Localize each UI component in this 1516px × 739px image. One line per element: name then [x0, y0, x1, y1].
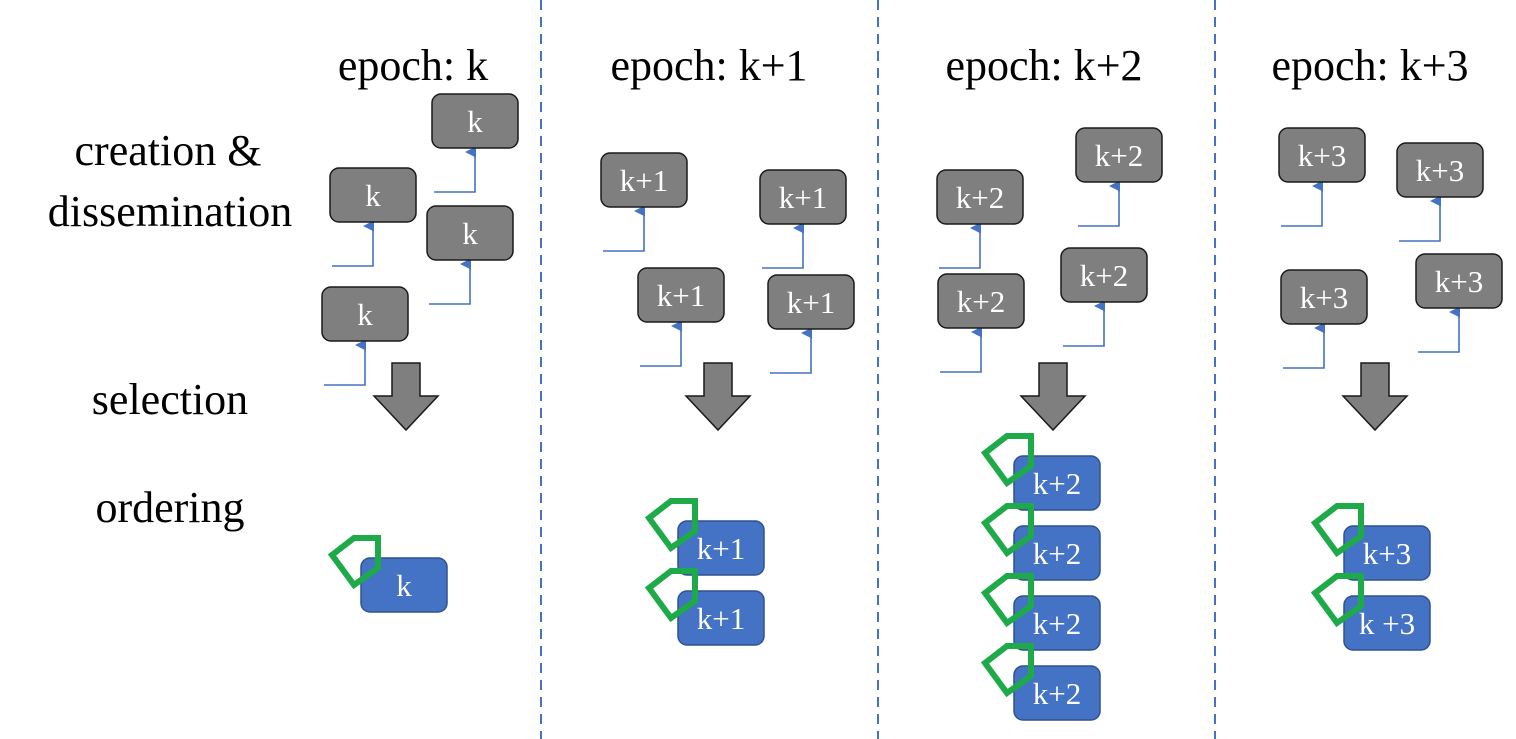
- link-arrow: [762, 222, 805, 269]
- created-block: [759, 169, 847, 225]
- created-block-label: k+3: [1435, 264, 1483, 299]
- link-arrow: [640, 320, 683, 367]
- link-arrow: [332, 220, 375, 267]
- tag-icon: [980, 503, 1034, 558]
- created-block: [321, 286, 409, 342]
- created-block: [767, 274, 855, 330]
- created-block-label: k+1: [620, 163, 668, 198]
- ordered-block-label: k: [396, 568, 412, 603]
- created-block: [1415, 253, 1503, 309]
- ordered-block-label: k+1: [697, 601, 745, 636]
- tag-icon: [327, 535, 381, 590]
- tag-icon: [980, 643, 1034, 698]
- created-block: [637, 267, 725, 323]
- ordered-block: [1013, 665, 1101, 721]
- row-label-selection: selection: [92, 375, 248, 424]
- ordered-block: [1343, 595, 1431, 651]
- ordered-block: [677, 590, 765, 646]
- blocks-layer: k k k k k k+1 k+1 k+1 k+1 k+1 k+1 k+2 k+2 k+2 k+2 k+2 k+…: [321, 93, 1503, 721]
- selection-arrow: [1019, 362, 1087, 432]
- link-arrow: [429, 258, 472, 305]
- epoch-title-1: epoch: k+1: [610, 41, 807, 90]
- row-label-creation-line2: dissemination: [48, 187, 292, 236]
- ordered-block: [1013, 455, 1101, 511]
- created-block-label: k+2: [1080, 258, 1128, 293]
- ordered-block-label: k+2: [1033, 466, 1081, 501]
- ordered-block-label: k+2: [1033, 606, 1081, 641]
- created-block: [1280, 269, 1368, 325]
- created-block-label: k: [365, 178, 381, 213]
- tag-icon: [980, 433, 1034, 488]
- ordered-block: [1343, 525, 1431, 581]
- created-block: [936, 169, 1024, 225]
- link-arrow: [1399, 195, 1442, 242]
- created-block: [937, 273, 1025, 329]
- link-arrow: [940, 326, 983, 373]
- created-block-label: k: [462, 216, 478, 251]
- link-arrow: [324, 339, 367, 386]
- row-label-ordering: ordering: [95, 483, 244, 532]
- epoch-title-2: epoch: k+2: [945, 41, 1142, 90]
- created-block: [431, 93, 519, 149]
- ordered-block-label: k +3: [1359, 606, 1415, 641]
- selection-arrow: [1341, 362, 1409, 432]
- created-block-label: k+2: [957, 284, 1005, 319]
- ordered-block-label: k+2: [1033, 676, 1081, 711]
- created-block-label: k+1: [657, 278, 705, 313]
- created-block: [1060, 247, 1148, 303]
- link-arrow: [1281, 180, 1324, 227]
- link-arrow: [434, 146, 477, 193]
- created-block-label: k+1: [787, 285, 835, 320]
- selection-arrow: [684, 362, 752, 432]
- ordered-block: [677, 520, 765, 576]
- link-arrow: [1078, 180, 1121, 227]
- link-arrow: [1283, 322, 1326, 369]
- ordered-block-label: k+2: [1033, 536, 1081, 571]
- tag-icon: [644, 498, 698, 553]
- created-block: [1278, 127, 1366, 183]
- created-block: [1396, 142, 1484, 198]
- created-block-label: k: [467, 104, 483, 139]
- created-block: [1075, 127, 1163, 183]
- link-arrow: [1418, 306, 1461, 353]
- created-block-label: k: [357, 297, 373, 332]
- created-block-label: k+2: [1095, 138, 1143, 173]
- epoch-title-0: epoch: k: [338, 41, 488, 90]
- link-arrow: [1063, 300, 1106, 347]
- created-block: [426, 205, 514, 261]
- tag-icon: [980, 573, 1034, 628]
- created-block-label: k+3: [1416, 153, 1464, 188]
- created-block: [600, 152, 688, 208]
- ordered-block-label: k+1: [697, 531, 745, 566]
- link-arrow: [939, 222, 982, 269]
- ordered-block: [1013, 595, 1101, 651]
- ordered-block: [1013, 525, 1101, 581]
- epoch-title-3: epoch: k+3: [1271, 41, 1468, 90]
- created-block: [329, 167, 417, 223]
- tag-icon: [644, 568, 698, 623]
- tag-icon: [1310, 503, 1364, 558]
- row-label-creation-line1: creation &: [75, 126, 262, 175]
- created-block-label: k+3: [1300, 280, 1348, 315]
- link-arrow: [603, 205, 646, 252]
- ordered-block: [360, 557, 448, 613]
- selection-arrow: [372, 362, 440, 432]
- created-block-label: k+1: [779, 180, 827, 215]
- ordered-block-label: k+3: [1363, 536, 1411, 571]
- tag-icon: [1310, 573, 1364, 628]
- link-arrow: [770, 327, 813, 374]
- created-block-label: k+3: [1298, 138, 1346, 173]
- created-block-label: k+2: [956, 180, 1004, 215]
